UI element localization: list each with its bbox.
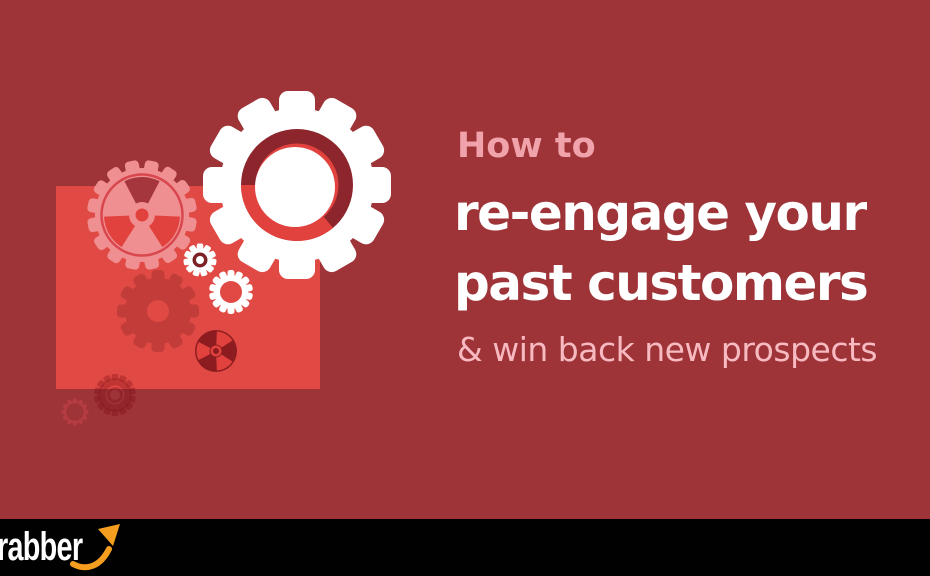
pink-radiation-gear-icon — [86, 159, 198, 271]
footer-bar: rabber — [0, 519, 930, 576]
radiation-icon — [195, 329, 237, 373]
small-outline-gear-icon — [61, 398, 89, 426]
title-line-1: re-engage your — [454, 184, 867, 242]
white-outline-gear-icon — [208, 270, 254, 314]
muted-gear-icon — [93, 374, 137, 416]
dark-red-gear-icon — [117, 270, 199, 352]
small-white-gear-icon — [183, 243, 217, 277]
large-gear-icon — [203, 91, 391, 279]
logo-text: rabber — [0, 525, 83, 569]
title-line-2: past customers — [454, 254, 869, 312]
arrow-up-icon — [70, 524, 120, 571]
subtitle-text: & win back new prospects — [457, 330, 878, 369]
kicker-text: How to — [457, 126, 596, 166]
